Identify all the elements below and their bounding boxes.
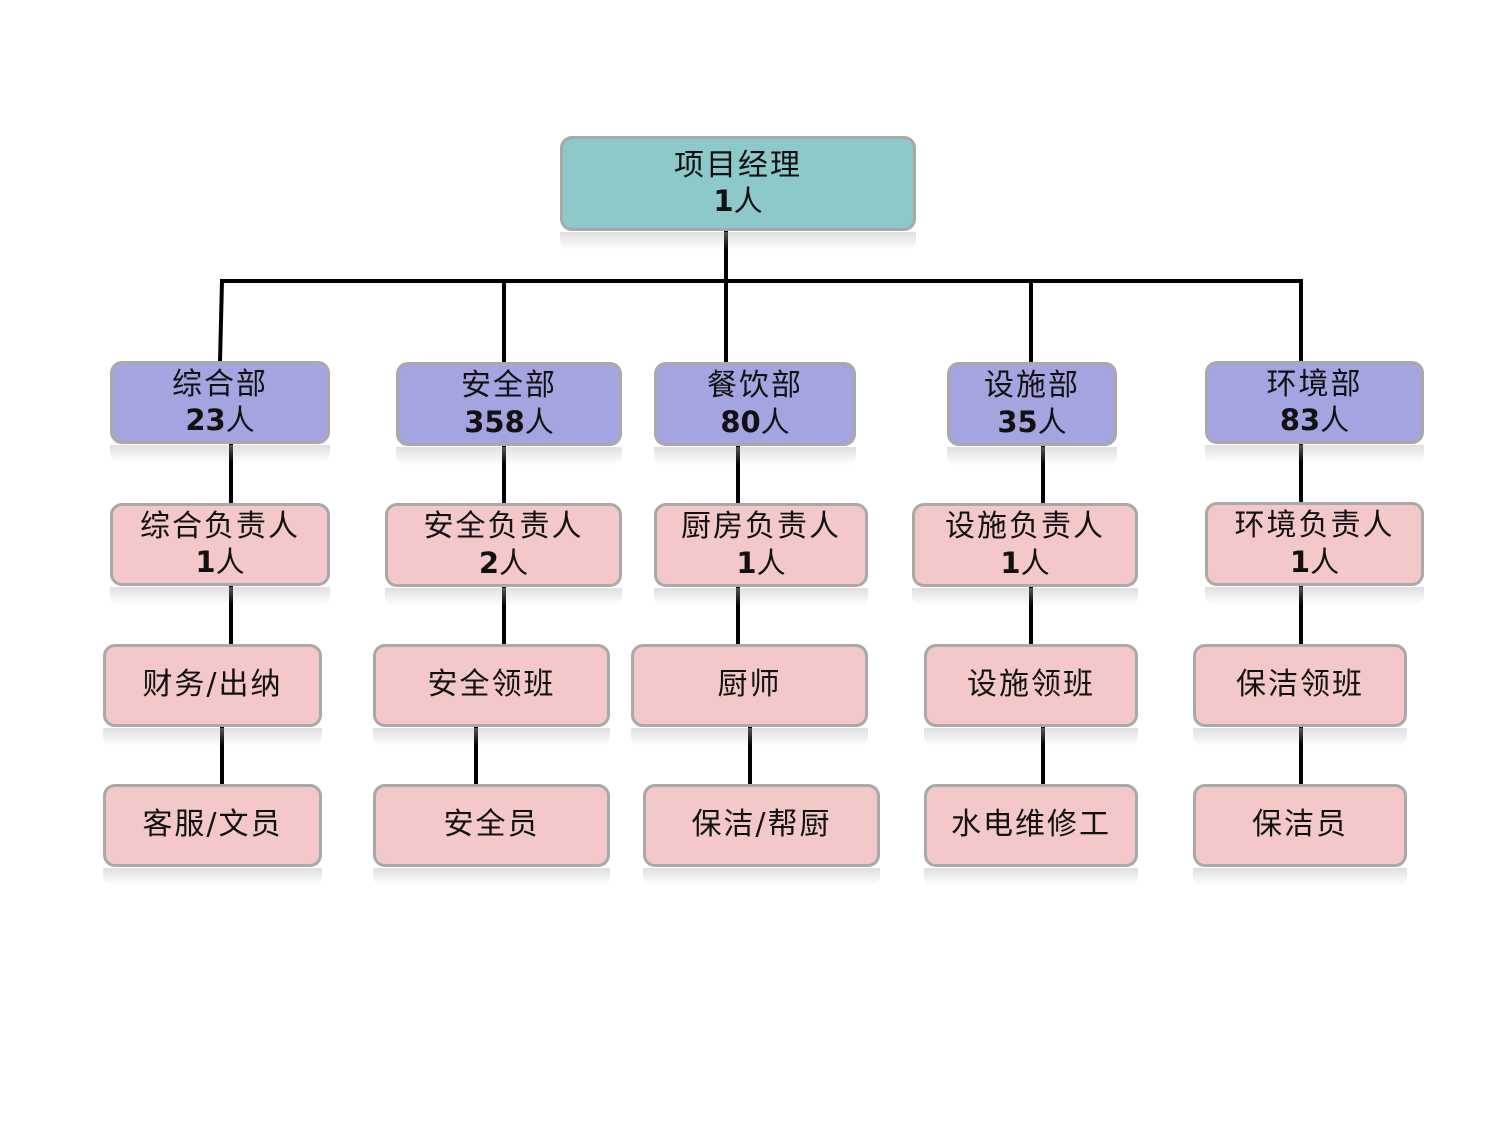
foreman-box-baojie: 保洁领班 bbox=[1193, 644, 1407, 746]
foreman-box-anquan: 安全领班 bbox=[373, 644, 610, 746]
lead-count-line: 1人 bbox=[736, 546, 785, 581]
department-unit: 人 bbox=[760, 404, 790, 439]
lead-unit: 人 bbox=[215, 545, 245, 580]
department-count-line: 23人 bbox=[185, 403, 254, 438]
project-manager-count-line: 1人 bbox=[713, 184, 762, 219]
department-count: 23 bbox=[185, 403, 226, 438]
staff-box-baojieyuan: 保洁员 bbox=[1193, 784, 1407, 886]
lead-unit: 人 bbox=[1310, 544, 1340, 579]
department-name: 设施部 bbox=[984, 368, 1080, 404]
lead-count-line: 1人 bbox=[1290, 545, 1339, 580]
foreman-title: 保洁领班 bbox=[1236, 667, 1364, 703]
staff-box-anquan: 安全员 bbox=[373, 784, 610, 886]
foreman-box-sheshi: 设施领班 bbox=[924, 644, 1138, 746]
lead-title: 安全负责人 bbox=[423, 509, 584, 545]
department-count-line: 35人 bbox=[997, 405, 1066, 440]
project-manager-title: 项目经理 bbox=[674, 147, 802, 183]
lead-count: 1 bbox=[195, 545, 216, 580]
department-name: 综合部 bbox=[172, 366, 268, 402]
staff-title: 保洁/帮厨 bbox=[691, 807, 832, 843]
department-unit: 人 bbox=[225, 403, 255, 438]
department-name: 环境部 bbox=[1266, 366, 1363, 402]
lead-box-chufang: 厨房负责人 1人 bbox=[654, 503, 868, 606]
department-count-line: 358人 bbox=[464, 405, 554, 440]
staff-box-kefu: 客服/文员 bbox=[103, 784, 322, 886]
department-unit: 人 bbox=[1037, 404, 1067, 439]
lead-box-sheshi: 设施负责人 1人 bbox=[912, 503, 1138, 606]
project-manager-box: 项目经理 1人 bbox=[560, 136, 916, 250]
lead-count-line: 1人 bbox=[195, 545, 244, 580]
lead-unit: 人 bbox=[756, 545, 786, 580]
department-count: 83 bbox=[1279, 403, 1321, 438]
department-count-line: 83人 bbox=[1280, 403, 1349, 438]
drop-line-dept-1 bbox=[217, 278, 225, 365]
department-unit: 人 bbox=[1320, 403, 1350, 438]
foreman-box-chushi: 厨师 bbox=[631, 644, 868, 746]
lead-count: 1 bbox=[736, 545, 757, 580]
lead-unit: 人 bbox=[1020, 545, 1050, 580]
staff-title: 保洁员 bbox=[1252, 807, 1348, 843]
lead-title: 综合负责人 bbox=[140, 508, 300, 544]
staff-box-shuidian: 水电维修工 bbox=[924, 784, 1138, 886]
department-count: 358 bbox=[464, 404, 525, 439]
lead-count-line: 1人 bbox=[1000, 546, 1049, 581]
department-count-line: 80人 bbox=[720, 405, 789, 440]
foreman-box-caiwu: 财务/出纳 bbox=[103, 644, 322, 746]
department-box-canyin: 餐饮部 80人 bbox=[654, 362, 856, 465]
project-manager-count: 1 bbox=[713, 184, 734, 219]
department-box-anquan: 安全部 358人 bbox=[396, 362, 622, 465]
foreman-title: 厨师 bbox=[717, 667, 782, 703]
department-count: 80 bbox=[720, 404, 761, 439]
department-count: 35 bbox=[997, 404, 1038, 439]
lead-unit: 人 bbox=[499, 545, 529, 580]
staff-title: 客服/文员 bbox=[142, 807, 283, 843]
lead-box-zonghe: 综合负责人 1人 bbox=[110, 503, 330, 605]
lead-count: 1 bbox=[1000, 545, 1021, 580]
lead-count: 1 bbox=[1289, 544, 1311, 579]
lead-box-huanjing: 环境负责人 1人 bbox=[1205, 502, 1424, 605]
department-box-zonghe: 综合部 23人 bbox=[110, 361, 330, 463]
staff-title: 水电维修工 bbox=[951, 807, 1111, 843]
lead-title: 厨房负责人 bbox=[681, 509, 841, 545]
department-unit: 人 bbox=[524, 404, 554, 439]
department-name: 安全部 bbox=[461, 368, 557, 404]
staff-box-baojie-bangchu: 保洁/帮厨 bbox=[643, 784, 880, 886]
lead-count-line: 2人 bbox=[479, 546, 528, 581]
department-box-sheshi: 设施部 35人 bbox=[947, 362, 1117, 465]
department-box-huanjing: 环境部 83人 bbox=[1205, 361, 1424, 463]
project-manager-unit: 人 bbox=[733, 184, 763, 219]
foreman-title: 设施领班 bbox=[967, 667, 1095, 703]
foreman-title: 财务/出纳 bbox=[142, 667, 283, 703]
lead-box-anquan: 安全负责人 2人 bbox=[385, 503, 622, 606]
lead-title: 设施负责人 bbox=[945, 509, 1105, 545]
department-name: 餐饮部 bbox=[707, 368, 803, 404]
foreman-title: 安全领班 bbox=[427, 667, 556, 703]
staff-title: 安全员 bbox=[443, 807, 540, 843]
lead-count: 2 bbox=[478, 545, 500, 580]
lead-title: 环境负责人 bbox=[1234, 508, 1395, 544]
